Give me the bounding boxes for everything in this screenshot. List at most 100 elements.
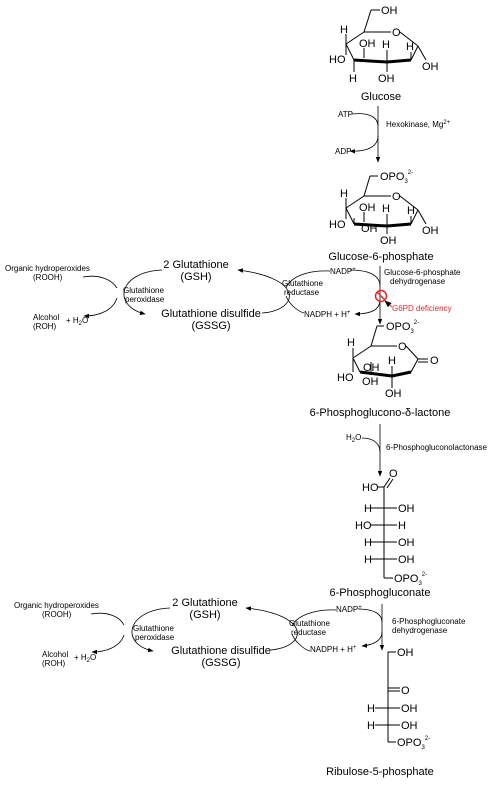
lactonase-step: H2O 6-Phosphogluconolactonase	[346, 424, 488, 477]
atom-oh: OH	[385, 388, 402, 400]
atom-h: H	[340, 24, 348, 36]
atom-oh: OH	[378, 73, 395, 85]
atom-oh: OH	[398, 537, 415, 549]
6pgd-enzyme-label: 6-Phosphogluconate	[392, 617, 466, 626]
adp-label: ADP	[335, 147, 351, 156]
peroxide-label: Organic hydroperoxides	[14, 601, 99, 610]
atom-h: H	[382, 203, 390, 215]
atom-ho: HO	[337, 372, 354, 384]
reductase-label-2: reductase	[291, 628, 327, 637]
nadph-label-2: NADPH + H+	[310, 645, 357, 654]
gssg-abbrev: (GSSG)	[201, 657, 240, 669]
water-label: + H2O	[74, 653, 96, 664]
phosphate-group: OPO32-	[394, 572, 427, 587]
reductase-label-2: reductase	[284, 288, 320, 297]
glucose-label: Glucose	[361, 91, 401, 103]
g6pd-enzyme-label: Glucose-6-phosphate	[384, 268, 461, 277]
ring-oxygen: O	[392, 191, 401, 203]
g6pd-deficiency-label: G6PD deficiency	[392, 304, 452, 313]
gssg-label: Glutathione disulfide	[161, 308, 261, 320]
gssg-label: Glutathione disulfide	[171, 645, 271, 657]
carbonyl-oxygen: O	[430, 355, 439, 367]
peroxidase-label: Glutathione	[133, 624, 174, 633]
peroxidase-label-2: peroxidase	[125, 295, 165, 304]
carbonyl-oxygen: O	[401, 685, 410, 697]
atom-oh: OH	[359, 38, 376, 50]
ring-oxygen: O	[392, 27, 401, 39]
gssg-abbrev: (GSSG)	[191, 320, 230, 332]
atom-h: H	[340, 188, 348, 200]
atom-oh: OH	[422, 61, 439, 73]
atom-oh: OH	[363, 362, 380, 374]
atom-h: H	[367, 720, 375, 732]
reductase-label: Glutathione	[282, 279, 323, 288]
peroxide-abbrev: (ROOH)	[42, 610, 72, 619]
g6pd-enzyme-label-2: dehydrogenase	[390, 277, 446, 286]
glutathione-cycle-1: 2 Glutathione (GSH) Glutathione disulfid…	[5, 259, 331, 332]
hexokinase-label: Hexokinase, Mg2+	[386, 120, 451, 129]
gluconate-structure: HO O H OH HO H H OH H OH OPO32- 6-Phosph…	[330, 468, 431, 599]
phosphate-group: OPO32-	[397, 736, 430, 751]
atom-oh: OH	[401, 720, 418, 732]
alcohol-label: Alcohol	[42, 650, 68, 659]
atom-h: H	[388, 355, 396, 367]
peroxide-abbrev: (ROOH)	[33, 273, 63, 282]
water-label: + H2O	[66, 316, 88, 327]
atom-oh: OH	[380, 235, 397, 247]
peroxidase-label-2: peroxidase	[135, 633, 175, 642]
atom-h: H	[347, 337, 355, 349]
alcohol-abbrev: (ROH)	[42, 659, 65, 668]
6pgd-enzyme-label-2: dehydrogenase	[392, 626, 448, 635]
atom-oh: OH	[359, 202, 376, 214]
lactone-structure: OPO32- O O H HO OH OH H OH 6-Phosphogluc…	[310, 320, 451, 419]
atom-h: H	[364, 554, 372, 566]
atom-oh: OH	[361, 223, 378, 235]
atom-h: H	[349, 73, 357, 85]
gluconate-label: 6-Phosphogluconate	[330, 587, 431, 599]
alcohol-abbrev: (ROH)	[33, 322, 56, 331]
water-label: H2O	[346, 433, 361, 444]
phosphate-group: OPO32-	[386, 320, 419, 335]
ribulose-label: Ribulose-5-phosphate	[326, 766, 434, 778]
atom-h: H	[367, 703, 375, 715]
g6p-label: Glucose-6-phosphate	[328, 251, 433, 263]
nadp-label-2: NADP+	[336, 605, 362, 614]
atp-label: ATP	[338, 110, 353, 119]
peroxide-label: Organic hydroperoxides	[5, 264, 90, 273]
reductase-label: Glutathione	[289, 619, 330, 628]
atom-oh: OH	[381, 5, 398, 17]
alcohol-label: Alcohol	[33, 313, 59, 322]
atom-h: H	[364, 503, 372, 515]
atom-oh: OH	[422, 225, 439, 237]
6pgd-step: NADP+ NADPH + H+ 6-Phosphogluconate dehy…	[310, 604, 466, 654]
atom-ho: HO	[329, 54, 346, 66]
ring-oxygen: O	[398, 341, 407, 353]
g6pd-step: NADP+ NADPH + H+ Glucose-6-phosphate deh…	[304, 266, 461, 325]
gsh-abbrev: (GSH)	[180, 271, 211, 283]
gsh-label: 2 Glutathione	[172, 597, 237, 609]
g6p-structure: OPO32- O H HO OH OH H OH H OH Glucose-6-…	[328, 170, 438, 263]
atom-h: H	[364, 537, 372, 549]
phosphate-group: OPO32-	[380, 170, 413, 185]
prohibition-icon	[374, 289, 388, 303]
ribulose-structure: OH O H OH H OH OPO32- Ribulose-5-phospha…	[326, 647, 434, 778]
peroxidase-label: Glutathione	[123, 286, 164, 295]
glucose-structure: OH O H HO OH H H OH H OH Glucose	[329, 5, 439, 103]
atom-ho: HO	[329, 219, 346, 231]
lactonase-label: 6-Phosphogluconolactonase	[386, 443, 488, 452]
nadp-label: NADP+	[330, 267, 356, 276]
nadph-label: NADPH + H+	[304, 310, 351, 319]
gsh-abbrev: (GSH)	[189, 609, 220, 621]
atom-h: H	[407, 205, 415, 217]
atom-ho: HO	[362, 482, 379, 494]
carbonyl-oxygen: O	[389, 468, 398, 480]
atom-oh: OH	[398, 554, 415, 566]
atom-ho: HO	[355, 520, 372, 532]
atom-h: H	[398, 520, 406, 532]
glutathione-cycle-2: 2 Glutathione (GSH) Glutathione disulfid…	[14, 597, 337, 669]
atom-h: H	[406, 41, 414, 53]
gsh-label: 2 Glutathione	[163, 259, 228, 271]
atom-oh: OH	[397, 647, 414, 659]
lactone-label: 6-Phosphoglucono-δ-lactone	[310, 407, 451, 419]
